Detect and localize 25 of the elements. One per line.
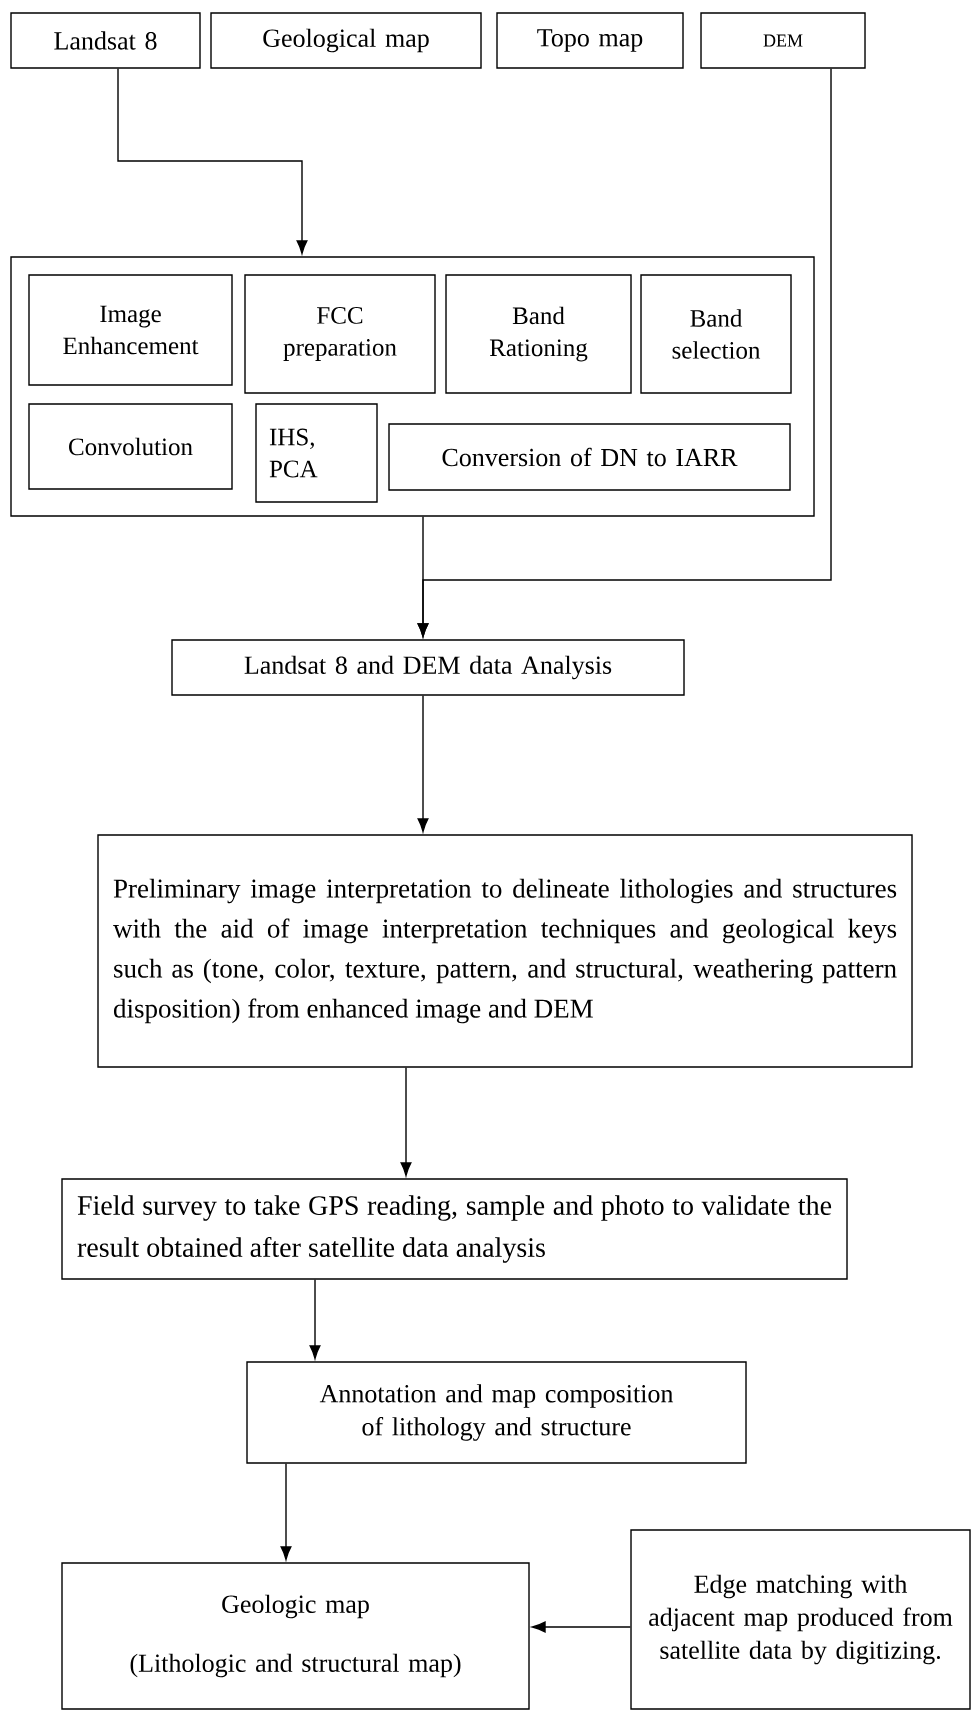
process-box: Preliminary image interpretation to delineate lithologies and structures with the aid of image interpretation techniques and geological keys such as (tone, color, texture, pattern, and structural, weathering pattern disposition) from enhanced image and DEM <box>97 834 913 1068</box>
arrow <box>117 68 308 255</box>
process-box: Band selection <box>640 274 792 394</box>
process-box: Annotation and map composition of lithology and structure <box>246 1361 747 1464</box>
input-box: Edge matching with adjacent map produced from satellite data by digitizing. <box>630 1529 971 1710</box>
arrow <box>400 1067 412 1177</box>
input-box: Topo map <box>496 12 684 69</box>
process-box: Band Rationing <box>445 274 632 394</box>
output-box: Geologic map (Lithologic and structural map) <box>61 1562 530 1710</box>
process-box: FCC preparation <box>244 274 436 394</box>
process-box: IHS, PCA <box>255 403 378 503</box>
arrow <box>417 68 832 638</box>
process-box: Image Enhancement <box>28 274 233 386</box>
arrow <box>531 1621 631 1633</box>
arrow <box>417 695 429 833</box>
arrow <box>309 1279 321 1360</box>
group-box <box>10 256 815 517</box>
process-box: Conversion of DN to IARR <box>388 423 791 491</box>
arrow <box>280 1463 292 1561</box>
input-box: Geological map <box>210 12 482 69</box>
process-box: Convolution <box>28 403 233 490</box>
input-box: DEM <box>700 12 866 69</box>
process-box: Landsat 8 and DEM data Analysis <box>171 639 685 696</box>
process-box: Field survey to take GPS reading, sample and photo to validate the result obtained after satellite data analysis <box>61 1178 848 1280</box>
input-box: Landsat 8 <box>10 12 201 69</box>
